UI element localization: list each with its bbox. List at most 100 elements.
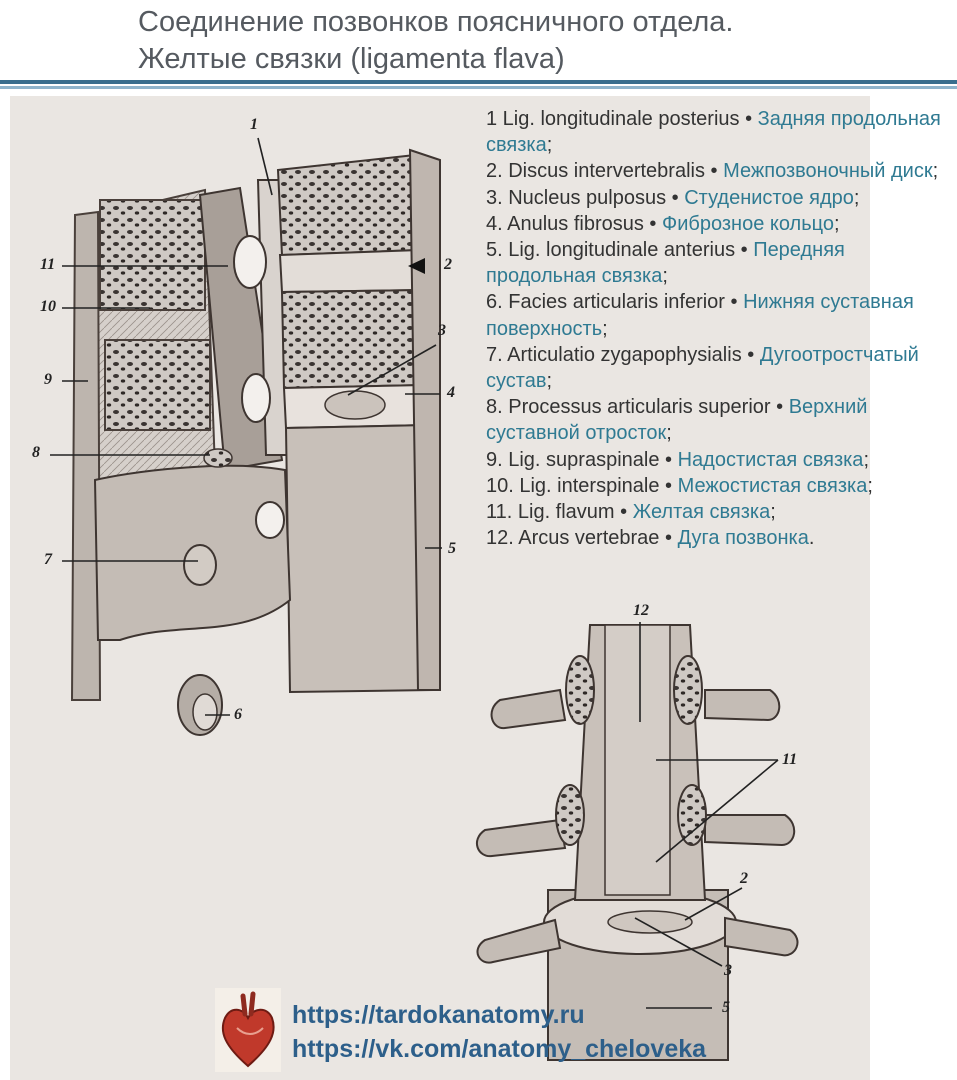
legend-terminator: ;: [932, 160, 939, 183]
legend-latin: 5. Lig. longitudinale anterius: [486, 239, 736, 262]
legend-list: 1 Lig. longitudinale posterius • Задняя …: [486, 106, 951, 551]
spinous-process-section: [99, 199, 206, 311]
legend-item: 5. Lig. longitudinale anterius • Передня…: [486, 237, 951, 289]
legend-russian: Дугоотростчатый сустав: [486, 343, 919, 393]
legend-russian: Студенистое ядро: [684, 186, 854, 209]
label-b5: 5: [722, 999, 730, 1016]
legend-terminator: ;: [833, 212, 840, 235]
legend-item: 7. Articulatio zygapophysialis • Дугоотр…: [486, 342, 951, 394]
legend-terminator: ;: [602, 317, 608, 340]
legend-item: 10. Lig. interspinale • Межостистая связ…: [486, 473, 951, 499]
label-b3: 3: [724, 962, 732, 979]
vertebral-body-middle: [280, 288, 427, 390]
legend-item: 4. Anulus fibrosus • Фиброзное кольцо;: [486, 211, 951, 237]
inferior-articular-surface: [192, 693, 218, 731]
legend-item: 12. Arcus vertebrae • Дуга позвонка.: [486, 525, 951, 551]
legend-russian: Надостистая связка: [677, 448, 864, 471]
legend-terminator: ;: [546, 134, 553, 157]
legend-separator: •: [770, 396, 789, 419]
legend-separator: •: [704, 160, 724, 183]
legend-russian: Желтая связка: [632, 501, 771, 524]
posterior-view: [475, 624, 799, 1061]
label-6: 6: [234, 706, 242, 723]
legend-separator: •: [614, 501, 633, 524]
legend-latin: 6. Facies articularis inferior: [486, 291, 725, 314]
footer-link-vk[interactable]: https://vk.com/anatomy_cheloveka: [292, 1035, 707, 1063]
anterior-longitudinal-ligament: [408, 148, 441, 691]
legend-terminator: ;: [770, 501, 776, 524]
label-5: 5: [448, 540, 456, 557]
legend-russian: Передняя продольная связка: [486, 239, 845, 288]
vertebral-body-upper: [276, 153, 420, 257]
label-11: 11: [40, 256, 56, 273]
vertebral-body-lower: [284, 423, 434, 694]
legend-separator: •: [724, 291, 744, 314]
facet-section-right-upper: [673, 655, 703, 725]
transverse-process-right-lower: [724, 916, 799, 957]
legend-latin: 11. Lig. flavum: [486, 501, 615, 524]
facet-section-left-lower: [555, 784, 585, 846]
nucleus-pulposus-posterior: [607, 910, 693, 934]
intervertebral-disc-upper: [278, 248, 424, 294]
transverse-process-left-upper: [490, 688, 567, 730]
legend-separator: •: [735, 239, 754, 262]
label-4: 4: [447, 384, 455, 401]
legend-terminator: .: [808, 527, 815, 550]
nucleus-pulposus: [324, 390, 386, 420]
legend-separator: •: [659, 527, 678, 550]
legend-russian: Нижняя суставная поверхность: [486, 291, 914, 340]
ligamentum-flavum-gap-2: [241, 373, 271, 423]
title-line-1: Соединение позвонков поясничного отдела.: [138, 6, 734, 38]
legend-latin: 9. Lig. supraspinale: [486, 448, 660, 471]
legend-latin: 1 Lig. longitudinale posterius: [486, 108, 740, 130]
posterior-leader-lines: [634, 622, 779, 1009]
legend-separator: •: [666, 186, 685, 209]
legend-separator: •: [739, 108, 758, 130]
legend-latin: 10. Lig. interspinale: [486, 474, 660, 497]
legend-terminator: ;: [863, 448, 869, 471]
intervertebral-foramen: [255, 501, 285, 539]
label-9: 9: [44, 371, 52, 388]
facet-section-left-upper: [565, 655, 595, 725]
legend-item: 1 Lig. longitudinale posterius • Задняя …: [486, 106, 951, 158]
zygapophyseal-joint: [183, 544, 217, 586]
legend-terminator: ;: [546, 370, 553, 393]
label-7: 7: [44, 551, 52, 568]
legend-terminator: ;: [666, 422, 672, 445]
legend-russian: Дуга позвонка: [677, 527, 809, 550]
superior-articular-process: [203, 448, 233, 468]
legend-item: 3. Nucleus pulposus • Студенистое ядро;: [486, 185, 951, 211]
legend-item: 9. Lig. supraspinale • Надостистая связк…: [486, 447, 951, 473]
legend-terminator: ;: [867, 474, 873, 497]
label-b12: 12: [633, 602, 649, 619]
label-b11: 11: [782, 751, 798, 768]
heart-icon: [215, 988, 281, 1072]
legend-latin: 8. Processus articularis superior: [486, 396, 771, 419]
legend-separator: •: [659, 474, 678, 497]
spinous-process-section-2: [104, 339, 211, 431]
legend-russian: Фиброзное кольцо: [662, 212, 834, 235]
transverse-process-left-middle: [475, 818, 567, 858]
lateral-leader-lines: [50, 137, 442, 716]
legend-russian: Верхний суставной отросток: [486, 396, 868, 445]
label-2: 2: [444, 256, 452, 273]
label-3: 3: [438, 322, 446, 339]
transverse-process-right-upper: [704, 689, 781, 722]
facet-section-right-lower: [677, 784, 707, 846]
footer-link-site[interactable]: https://tardokanatomy.ru: [292, 1001, 585, 1029]
legend-terminator: ;: [853, 186, 860, 209]
label-1: 1: [250, 116, 258, 133]
title-rule-thin: [0, 86, 957, 89]
page-title: Соединение позвонков поясничного отдела.…: [138, 4, 734, 78]
arrow-icon: [408, 258, 425, 274]
label-b2: 2: [740, 870, 748, 887]
legend-item: 8. Processus articularis superior • Верх…: [486, 394, 951, 446]
transverse-process-left-lower: [476, 918, 562, 964]
legend-latin: 12. Arcus vertebrae: [486, 527, 660, 550]
title-line-2: Желтые связки (ligamenta flava): [138, 43, 565, 75]
legend-separator: •: [659, 448, 678, 471]
legend-item: 11. Lig. flavum • Желтая связка;: [486, 499, 951, 525]
supraspinous-ligament: [70, 210, 102, 701]
legend-latin: 3. Nucleus pulposus: [486, 186, 667, 209]
